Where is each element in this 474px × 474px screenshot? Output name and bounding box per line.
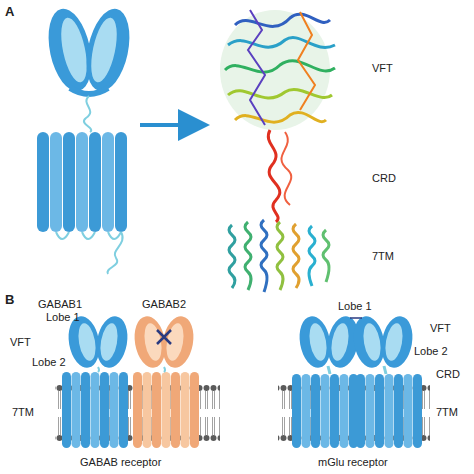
receptor-name: GABAB receptor: [80, 456, 161, 469]
domain-label: 7TM: [12, 406, 34, 419]
domain-label: VFT: [430, 322, 451, 335]
domain-label: CRD: [436, 368, 460, 381]
panel-letter: A: [5, 4, 14, 19]
domain-label: VFT: [10, 336, 31, 349]
lobe-label: Lobe 2: [414, 345, 448, 358]
domain-label: VFT: [372, 62, 393, 75]
domain-label: CRD: [372, 172, 396, 185]
domain-label: 7TM: [372, 250, 394, 263]
panel-letter: B: [5, 292, 14, 307]
subunit-label: GABAB2: [142, 298, 186, 311]
domain-label: 7TM: [436, 406, 458, 419]
lobe-label: Lobe 1: [46, 311, 80, 324]
receptor-name: mGlu receptor: [318, 456, 388, 469]
lobe-label: Lobe 1: [338, 300, 372, 313]
subunit-label: GABAB1: [38, 298, 82, 311]
lobe-label: Lobe 2: [32, 356, 66, 369]
